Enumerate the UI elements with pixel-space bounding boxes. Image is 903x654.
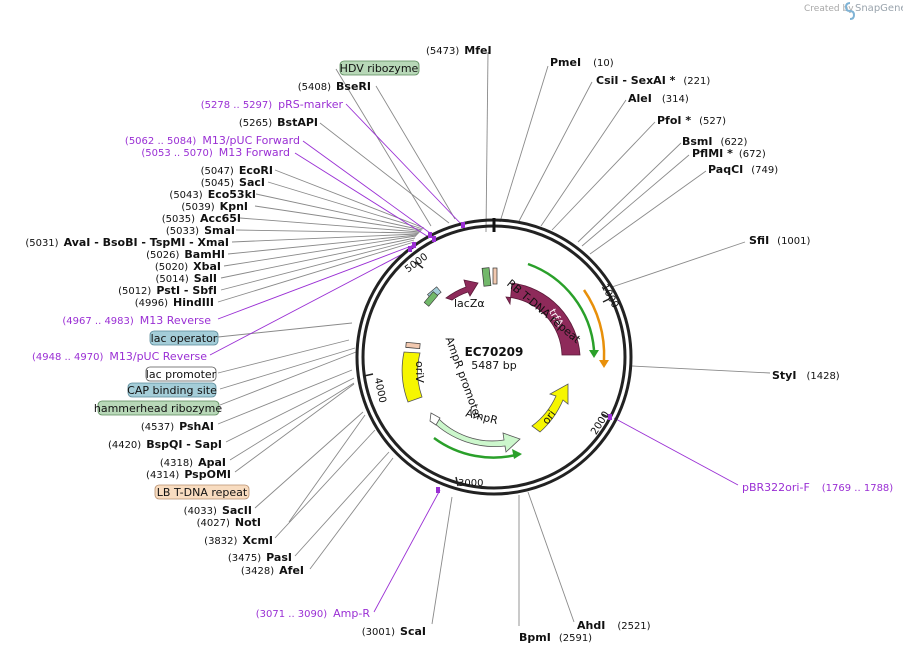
- primer-label: (5062 .. 5084)M13/pUC Forward: [125, 134, 300, 147]
- enzyme-label: CsiI - SexAI *(221): [596, 74, 710, 87]
- enzyme-label: (3475)PasI: [228, 551, 292, 564]
- oriV-label: oriV: [413, 361, 426, 383]
- lacZ-alpha-label: lacZα: [454, 297, 485, 310]
- primer-labels: (5278 .. 5297)pRS-marker (5062 .. 5084)M…: [32, 98, 893, 620]
- enzyme-label: (3001)ScaI: [362, 625, 426, 638]
- feature-box-hdv-ribozyme: HDV ribozyme: [339, 60, 420, 76]
- enzyme-label: (5265)BstAPI: [239, 116, 318, 129]
- primer-label: pBR322ori-F(1769 .. 1788): [742, 481, 893, 494]
- enzyme-label: PflMI *(672): [692, 147, 766, 160]
- feature-box-lac-promoter-label: lac promoter: [146, 368, 217, 381]
- enzyme-label: (5473)MfeI: [426, 44, 492, 57]
- enzyme-label: PaqCI(749): [708, 163, 778, 176]
- enzyme-label: StyI(1428): [772, 369, 840, 382]
- rb-tdna-repeat-box: [492, 267, 498, 285]
- snapgene-logo-icon: [844, 2, 856, 20]
- primer-label: (3071 .. 3090)Amp-R: [256, 607, 371, 620]
- trfA-orf-arrowhead: [589, 350, 599, 358]
- primer-label: (4967 .. 4983)M13 Reverse: [62, 314, 211, 327]
- primer-site-marks: [408, 222, 612, 493]
- enzyme-label: (4318)ApaI: [160, 456, 226, 469]
- ampr-promoter-feature: [429, 412, 441, 426]
- primer-label: (5053 .. 5070)M13 Forward: [141, 146, 290, 159]
- rb-tdna-marker: [481, 267, 492, 287]
- enzyme-label: (5014)SalI: [156, 272, 217, 285]
- enzyme-label: (5039)KpnI: [181, 200, 248, 213]
- tick-label-4000: 4000: [372, 377, 388, 404]
- tick-label-3000: 3000: [458, 478, 483, 489]
- feature-box-cap-binding-site-label: CAP binding site: [127, 384, 217, 397]
- primer-label: (4948 .. 4970)M13/pUC Reverse: [32, 350, 207, 363]
- feature-box-hdv-ribozyme-label: HDV ribozyme: [340, 62, 419, 75]
- tick-label-5000: 5000: [403, 251, 430, 275]
- enzyme-labels-right: (5473)MfeI PmeI(10) CsiI - SexAI *(221) …: [426, 44, 840, 644]
- enzyme-label: (5020)XbaI: [155, 260, 221, 273]
- enzyme-label: (4996)HindIII: [135, 296, 214, 309]
- enzyme-label: BsmI(622): [682, 135, 747, 148]
- ori-feature: [531, 383, 569, 433]
- enzyme-label: AhdI(2521): [577, 619, 651, 632]
- ampr-orf-arrowhead: [512, 449, 522, 459]
- enzyme-label: (5043)Eco53kI: [169, 188, 256, 201]
- enzyme-label: (4033)SacII: [184, 504, 252, 517]
- primer-leader-lines: [209, 103, 739, 613]
- feature-box-lac-operator-label: lac operator: [151, 332, 218, 345]
- ampr-feature: [431, 415, 521, 453]
- enzyme-label: BpmI(2591): [519, 631, 592, 644]
- lb-tdna-marker: [405, 342, 421, 349]
- enzyme-label: SfiI(1001): [749, 234, 811, 247]
- enzyme-label: (4420)BspQI - SapI: [108, 438, 222, 451]
- enzyme-label: (4027)NotI: [197, 516, 261, 529]
- enzyme-label: (5035)Acc65I: [162, 212, 241, 225]
- ruler-tick-marks: [363, 261, 612, 487]
- feature-box-lb-tdna-repeat: LB T-DNA repeat: [154, 484, 250, 500]
- enzyme-label: AleI(314): [628, 92, 689, 105]
- enzyme-label: (5033)SmaI: [166, 224, 235, 237]
- trfA-feature: [505, 282, 581, 356]
- enzyme-label: (5408)BseRI: [298, 80, 371, 93]
- feature-box-lac-operator: lac operator: [149, 330, 219, 346]
- feature-box-hammerhead-ribozyme: hammerhead ribozyme: [94, 400, 222, 416]
- enzyme-leader-lines: [217, 51, 771, 626]
- enzyme-label: (4314)PspOMI: [146, 468, 231, 481]
- oriV-feature: [401, 351, 423, 403]
- ampr-label: AmpR: [464, 407, 499, 428]
- feature-box-hammerhead-ribozyme-label: hammerhead ribozyme: [94, 402, 222, 415]
- enzyme-label: (4537)PshAI: [141, 420, 214, 433]
- primer-label: (5278 .. 5297)pRS-marker: [201, 98, 344, 111]
- enzyme-label: (5045)SacI: [201, 176, 265, 189]
- enzyme-label: (5047)EcoRI: [201, 164, 273, 177]
- ampr-orf-arc: [433, 436, 521, 459]
- rb-tdna-repeat-label: RB T-DNA repeat: [504, 277, 583, 346]
- trfA-orf-arc: [527, 262, 596, 351]
- orf-orange-arrowhead: [599, 360, 609, 368]
- credit-prefix: Created by: [804, 4, 854, 14]
- plasmid-length: 5487 bp: [471, 359, 516, 372]
- enzyme-label: PfoI *(527): [657, 114, 726, 127]
- hdv-ribozyme-marker: [423, 291, 439, 307]
- plasmid-name: EC70209: [465, 345, 524, 359]
- enzyme-label: (5026)BamHI: [146, 248, 225, 261]
- feature-box-cap-binding-site: CAP binding site: [127, 382, 217, 398]
- feature-box-lac-promoter: lac promoter: [145, 366, 217, 382]
- enzyme-label: (3428)AfeI: [241, 564, 304, 577]
- snapgene-credit: Created by SnapGene: [804, 2, 903, 20]
- lacZ-alpha-feature: [445, 279, 479, 301]
- orf-orange-arc: [582, 289, 606, 361]
- enzyme-label: (5031)AvaI - BsoBI - TspMI - XmaI: [25, 236, 229, 249]
- enzyme-label: (3832)XcmI: [204, 534, 273, 547]
- enzyme-label: PmeI(10): [550, 56, 614, 69]
- credit-brand: SnapGene: [855, 3, 903, 14]
- feature-box-lb-tdna-repeat-label: LB T-DNA repeat: [157, 486, 248, 499]
- enzyme-labels-left: (3001)ScaI (3428)AfeI (3475)PasI (3832)X…: [25, 80, 426, 638]
- enzyme-label: (5012)PstI - SbfI: [118, 284, 217, 297]
